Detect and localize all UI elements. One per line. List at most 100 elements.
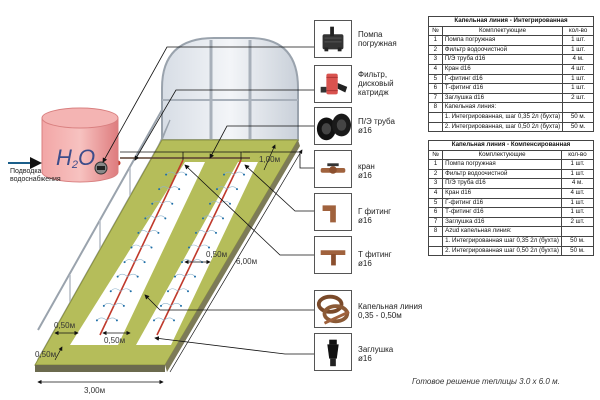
water-spray-arc — [174, 273, 186, 277]
table-title: Капельная линия - Компенсированная — [428, 140, 594, 151]
water-drop — [130, 246, 133, 249]
cell-item: Кран d16 — [441, 63, 564, 75]
cell-item: Azud капельная линия: — [442, 226, 562, 237]
cell-item: Т-фитинг d16 — [441, 83, 564, 94]
water-spray-arc — [106, 317, 118, 321]
dim-side-gap-label: 0,50м — [54, 321, 76, 330]
cell-qty: 2 шт. — [562, 92, 594, 104]
cell-num — [428, 121, 443, 133]
component-plug — [314, 333, 352, 371]
cell-item: Капельная линия: — [441, 102, 564, 113]
inlet-label-line2: водоснабжения — [10, 176, 61, 183]
cell-num: 2 — [428, 44, 443, 56]
cell-num — [427, 245, 444, 257]
cell-qty: 1 шт. — [560, 159, 595, 170]
cell-item: П/Э труба d16 — [442, 178, 562, 189]
water-drop — [151, 202, 154, 205]
dripline-coil-icon — [316, 294, 350, 325]
leader-lines — [102, 46, 314, 355]
water-spray-arc — [195, 230, 207, 234]
water-drop — [215, 231, 217, 234]
cell-qty: 1 шт. — [560, 207, 595, 218]
water-drop — [116, 275, 119, 278]
planting-bed-left — [70, 162, 205, 345]
cell-num: 7 — [427, 216, 444, 228]
cell-qty: 1 шт. — [562, 44, 594, 56]
water-drop — [188, 246, 190, 249]
water-spray-arc — [124, 259, 135, 263]
cell-item: 2. Интегрированная, шаг 0,50 2л (бухта) — [441, 121, 564, 133]
cell-num: 3 — [427, 178, 444, 189]
water-drop — [136, 275, 139, 278]
cell-num: 5 — [427, 197, 444, 209]
cell-item: Г-фитинг d16 — [441, 73, 564, 85]
water-spray-arc — [233, 171, 245, 175]
water-spray-arc — [212, 215, 224, 219]
elbow-fitting-icon — [322, 205, 336, 223]
dim-width-label: 3,00м — [84, 386, 106, 395]
dim-bed-gap-lower-label: 0,50м — [104, 336, 126, 345]
water-drop — [165, 173, 168, 176]
water-inlet-label: Подводка водоснабжения — [10, 168, 61, 184]
cell-num: 2 — [427, 168, 444, 180]
water-drop — [160, 304, 162, 307]
water-drop — [178, 188, 181, 191]
cell-num: 1 — [427, 159, 444, 170]
cell-qty: 1 шт. — [562, 35, 594, 46]
water-drop — [173, 319, 175, 322]
water-drop — [223, 173, 225, 176]
cell-qty: 50 м. — [562, 121, 594, 133]
cell-qty: 1 шт. — [560, 197, 595, 209]
cell-item: П/Э труба d16 — [441, 54, 564, 65]
cell-item: Фильтр водоочистной — [441, 44, 564, 56]
component-filter — [314, 65, 352, 103]
water-drop — [102, 304, 105, 307]
water-spray-arc — [188, 244, 200, 248]
cell-qty: 1 шт. — [562, 83, 594, 94]
cell-qty: 50 м. — [560, 235, 595, 247]
drip-emitters — [95, 171, 245, 322]
water-spray-arc — [127, 273, 138, 277]
water-drop — [222, 217, 224, 220]
water-drop — [202, 217, 204, 220]
water-spray-arc — [96, 317, 108, 321]
cell-num: 8 — [428, 102, 443, 113]
water-drop — [180, 304, 182, 307]
cell-item: Помпа погружная — [441, 35, 564, 46]
water-drop — [122, 304, 125, 307]
water-drop — [209, 202, 211, 205]
pipe-coil-icon — [316, 113, 351, 141]
water-spray-arc — [167, 288, 179, 292]
water-spray-arc — [184, 273, 196, 277]
col-header-qty: кол-во — [562, 25, 594, 37]
water-drop — [144, 217, 147, 220]
component-pump — [314, 20, 352, 58]
cell-num: 4 — [428, 63, 443, 75]
cell-num: 7 — [428, 92, 443, 104]
cell-num: 8 — [427, 226, 444, 237]
water-drop — [194, 275, 196, 278]
water-spray-arc — [177, 288, 189, 292]
water-drop — [185, 173, 188, 176]
water-spray-arc — [168, 186, 180, 190]
cell-num: 4 — [427, 187, 444, 199]
component-elbow — [314, 193, 352, 231]
water-drop — [143, 261, 146, 264]
cell-num: 6 — [427, 207, 444, 218]
cell-qty: 4 шт. — [560, 187, 595, 199]
table-row: 2. Интегрированная шаг 0,50 2л (бухта)50… — [427, 245, 595, 257]
cell-item: Заглушка d16 — [442, 216, 562, 228]
cell-item: Заглушка d16 — [441, 92, 564, 104]
water-drop — [208, 246, 210, 249]
